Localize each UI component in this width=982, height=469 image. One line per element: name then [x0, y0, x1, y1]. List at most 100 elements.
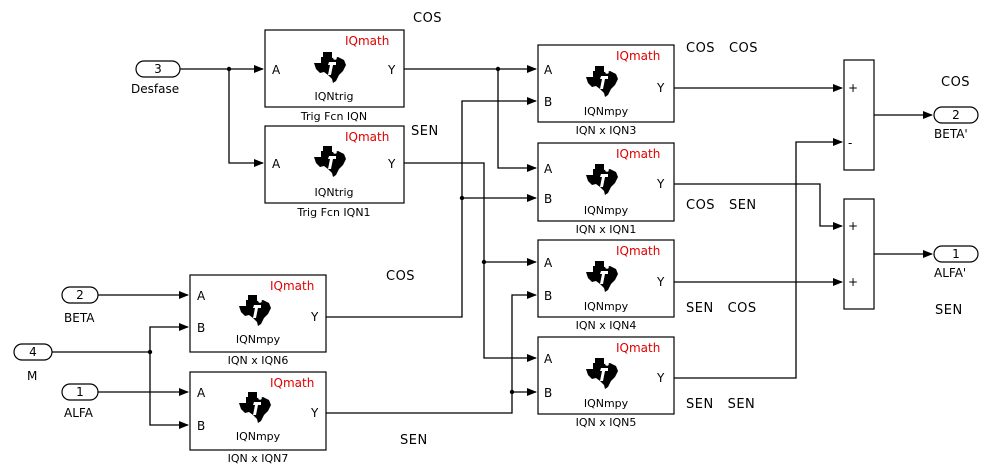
block-inner-label: IQNtrig [314, 186, 353, 199]
wire-m1-sum-bottom [674, 183, 843, 230]
inport-number: 2 [76, 288, 84, 302]
wire-m5-sum-top [674, 138, 843, 379]
port-a-label: A [197, 289, 206, 303]
block-name: IQN x IQN5 [576, 416, 637, 429]
port-y-label: Y [656, 81, 665, 95]
block-name: IQN x IQN7 [228, 452, 289, 465]
iqmath-label: IQmath [345, 34, 389, 48]
port-a-label: A [272, 63, 281, 77]
port-a-label: A [544, 352, 553, 366]
inport-beta[interactable]: 2 BETA [61, 286, 99, 325]
iqmath-label: IQmath [616, 49, 660, 63]
port-y-label: Y [310, 310, 319, 324]
junction-dot [226, 66, 232, 72]
block-inner-label: IQNmpy [236, 333, 281, 346]
block-name: Trig Fcn IQN [300, 110, 367, 123]
iqmath-label: IQmath [616, 244, 660, 258]
inport-label: BETA [64, 311, 95, 325]
wire-sen-m5a [483, 262, 537, 362]
port-y-label: Y [656, 177, 665, 191]
port-b-label: B [544, 192, 552, 206]
sum-sign: + [848, 219, 858, 233]
block-name: IQN x IQN3 [576, 124, 637, 137]
port-b-label: B [544, 95, 552, 109]
inport-number: 4 [29, 345, 37, 359]
iqmath-label: IQmath [616, 341, 660, 355]
inport-desfase[interactable]: 3 Desfase [131, 60, 181, 96]
block-iqn-x-iqn1[interactable]: IQmath A B Y IQNmpy IQN x IQN1 [537, 142, 675, 236]
outport-label: BETA' [934, 127, 968, 141]
signal-label-m7-out: SEN [400, 433, 428, 448]
block-trig-fcn-iqn1[interactable]: IQmath A Y IQNtrig Trig Fcn IQN1 [264, 125, 405, 219]
inport-alfa[interactable]: 1 ALFA [61, 383, 99, 420]
port-a-label: A [544, 256, 553, 270]
signal-label-m3-out: COS COS [686, 41, 758, 56]
inport-number: 3 [154, 62, 162, 76]
wire-desfase-trig1 [228, 69, 264, 167]
inport-label: ALFA [64, 406, 94, 420]
block-name: IQN x IQN6 [228, 354, 289, 367]
block-name: IQN x IQN4 [576, 319, 637, 332]
block-iqn-x-iqn4[interactable]: IQmath A B Y IQNmpy IQN x IQN4 [537, 239, 675, 332]
wire-cos-m1a [497, 69, 537, 172]
signal-label-trig-sen: SEN [411, 124, 439, 139]
block-iqn-x-iqn3[interactable]: IQmath A B Y IQNmpy IQN x IQN3 [537, 44, 675, 137]
port-a-label: A [197, 386, 206, 400]
sum-sign: - [848, 136, 852, 150]
wire-sen-m4a [404, 162, 537, 266]
sum-sign: + [848, 81, 858, 95]
port-y-label: Y [387, 63, 396, 77]
port-b-label: B [197, 321, 205, 335]
block-inner-label: IQNmpy [584, 204, 629, 217]
block-iqn-x-iqn5[interactable]: IQmath A B Y IQNmpy IQN x IQN5 [537, 336, 675, 429]
junction-dot [147, 349, 153, 355]
sum-block-alfa[interactable]: + + [843, 198, 875, 310]
inport-label: M [27, 369, 37, 383]
inport-m[interactable]: 4 M [13, 343, 53, 383]
port-y-label: Y [656, 275, 665, 289]
junction-dot [459, 195, 465, 201]
block-iqn-x-iqn6[interactable]: IQmath A B Y IQNmpy IQN x IQN6 [189, 274, 327, 367]
port-a-label: A [544, 162, 553, 176]
port-y-label: Y [387, 157, 396, 171]
junction-dot [495, 66, 501, 72]
signal-label-alfa-out: SEN [935, 303, 963, 318]
inport-number: 1 [76, 385, 84, 399]
block-iqn-x-iqn7[interactable]: IQmath A B Y IQNmpy IQN x IQN7 [189, 371, 327, 465]
outport-beta[interactable]: 2 BETA' [933, 106, 979, 141]
signal-label-m6-out: COS [386, 269, 415, 284]
iqmath-label: IQmath [270, 376, 314, 390]
block-inner-label: IQNmpy [584, 105, 629, 118]
port-b-label: B [197, 419, 205, 433]
port-a-label: A [544, 63, 553, 77]
inport-label: Desfase [131, 82, 179, 96]
port-b-label: B [544, 289, 552, 303]
block-trig-fcn-iqn[interactable]: IQmath A Y IQNtrig Trig Fcn IQN [264, 29, 405, 123]
signal-label-m4-out: SEN COS [686, 301, 757, 316]
wire-m-m6b [149, 323, 189, 352]
signal-label-beta-out: COS [941, 75, 970, 90]
wire-m7-m4b [326, 291, 537, 414]
outport-number: 1 [952, 247, 960, 261]
iqmath-label: IQmath [270, 279, 314, 293]
port-y-label: Y [310, 406, 319, 420]
block-inner-label: IQNmpy [584, 300, 629, 313]
block-name: IQN x IQN1 [576, 223, 637, 236]
wire-m6-m3b [326, 97, 537, 318]
port-b-label: B [544, 386, 552, 400]
outport-number: 2 [952, 108, 960, 122]
outport-label: ALFA' [934, 266, 966, 280]
sum-sign: + [848, 275, 858, 289]
signal-label-m5-out: SEN SEN [686, 397, 755, 412]
block-inner-label: IQNtrig [314, 90, 353, 103]
sum-block-beta[interactable]: + - [843, 59, 875, 171]
signal-wires [52, 65, 933, 429]
wire-m-m7b [149, 352, 189, 429]
outport-alfa[interactable]: 1 ALFA' [933, 245, 979, 280]
iqmath-label: IQmath [345, 130, 389, 144]
block-inner-label: IQNmpy [584, 397, 629, 410]
signal-annotations: COS SEN COS COS COS SEN SEN COS SEN SEN … [386, 11, 970, 448]
block-name: Trig Fcn IQN1 [296, 206, 370, 219]
signal-label-m1-out: COS SEN [686, 198, 757, 213]
